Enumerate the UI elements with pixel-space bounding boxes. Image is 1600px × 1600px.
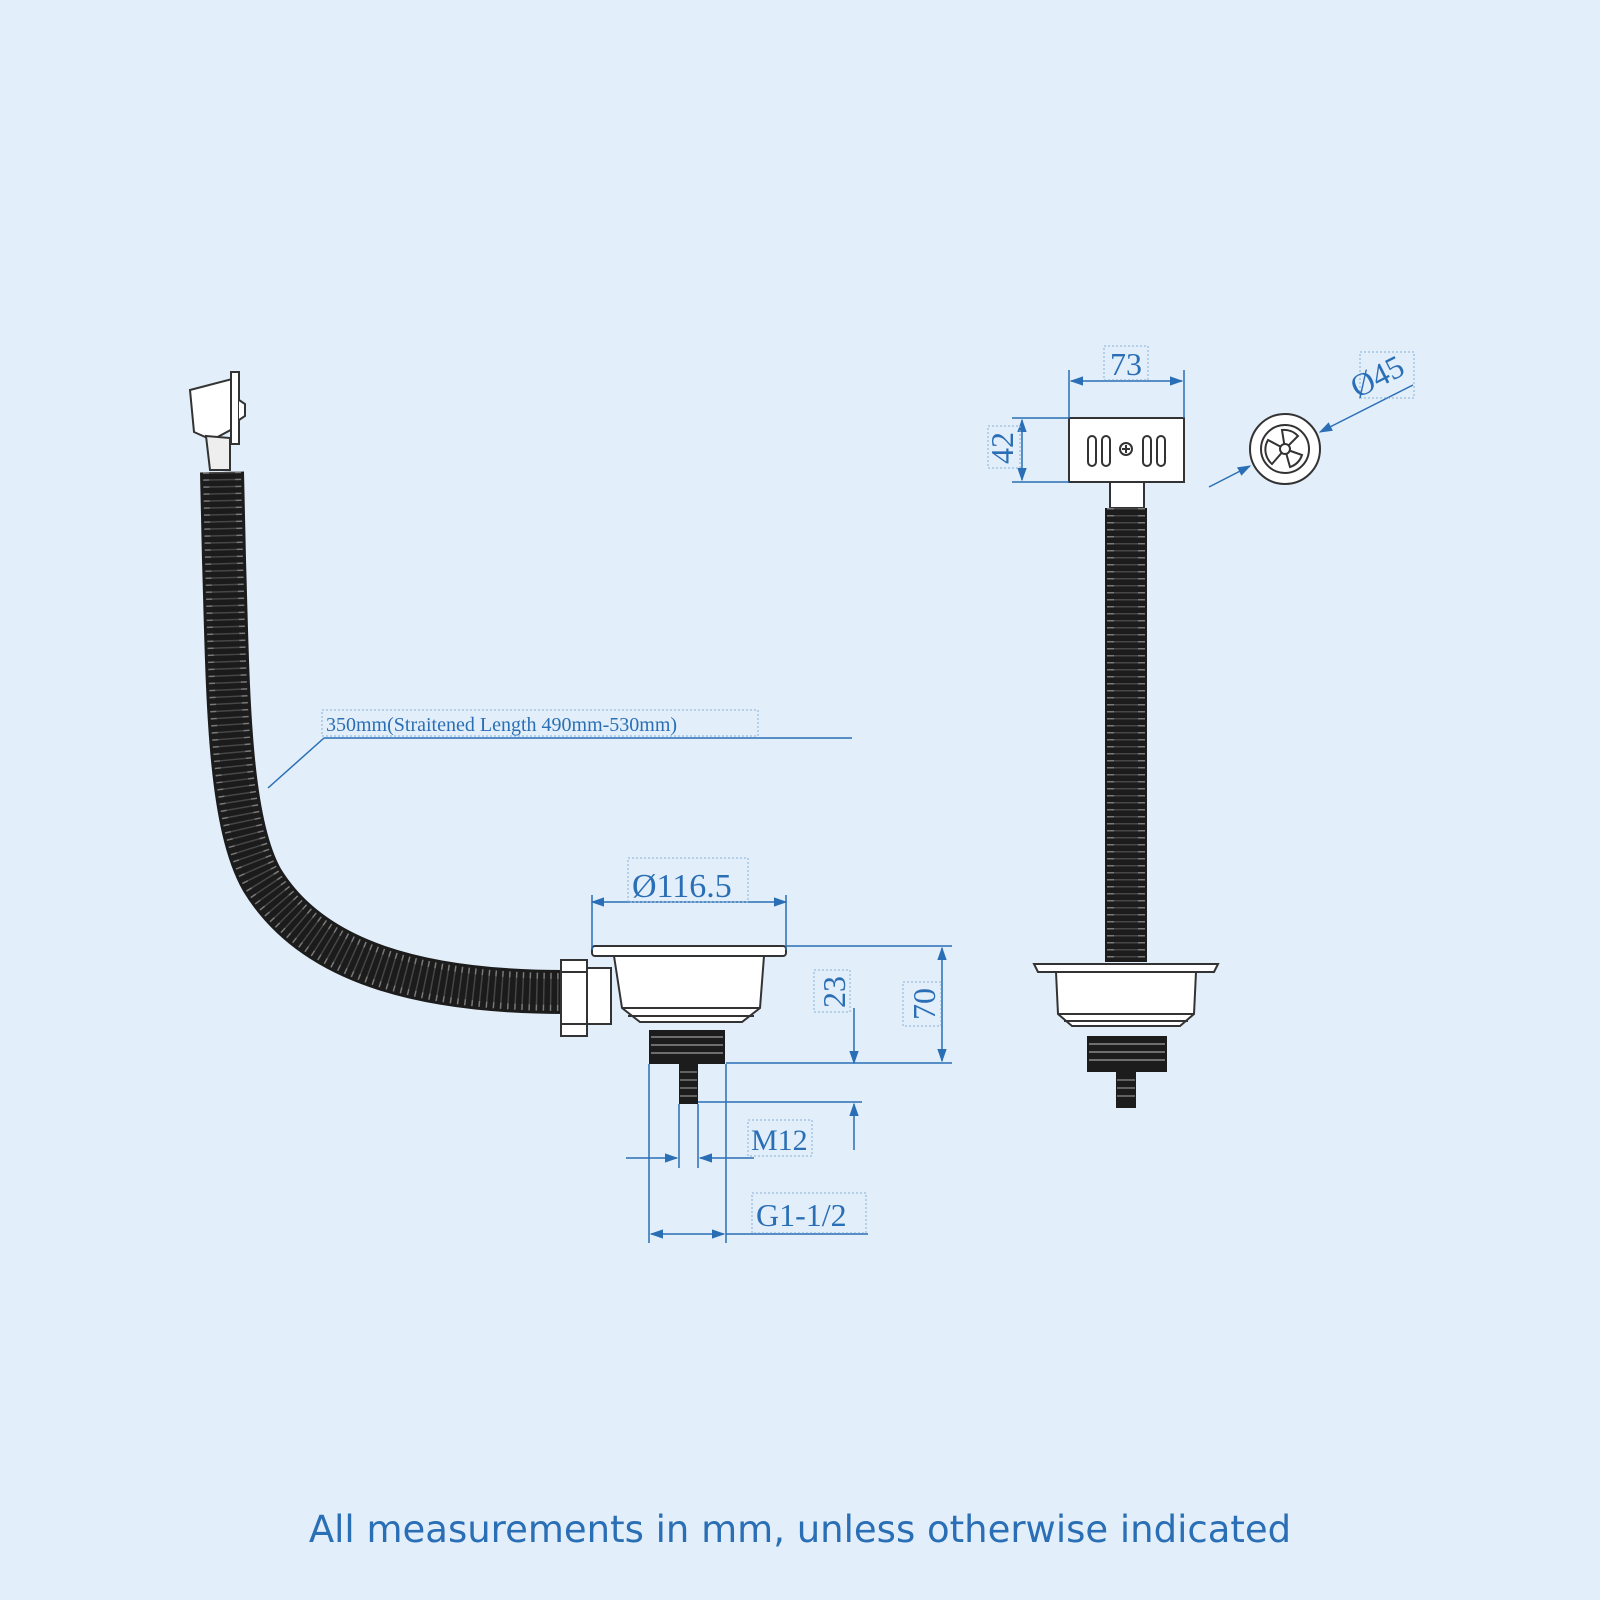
- height-42-label: 42: [984, 432, 1020, 464]
- overflow-grille: [1068, 417, 1185, 509]
- straight-hose: [1105, 508, 1147, 962]
- strainer-diameter-label: Ø45: [1344, 348, 1409, 405]
- strainer-diameter-label-box: [1359, 351, 1415, 399]
- strainer-plug-top-view: [1249, 413, 1321, 485]
- bowl-diameter-label-box: [627, 857, 749, 903]
- m12-label-box: [747, 1119, 813, 1157]
- hose-label-box: [321, 709, 759, 737]
- measurements-note: All measurements in mm, unless otherwise…: [308, 1508, 1292, 1551]
- m12-label: M12: [751, 1124, 808, 1157]
- right-waste-bowl: [1032, 963, 1220, 1027]
- grille-slot-1: [1087, 435, 1097, 467]
- height-70-label: 70: [906, 988, 942, 1020]
- overflow-head: [188, 371, 246, 471]
- strainer-diameter-line-lower: [1208, 465, 1252, 488]
- height-70-label-box: [902, 981, 942, 1027]
- outlet-thread: [649, 1030, 725, 1064]
- g-label-box: [751, 1192, 867, 1234]
- waste-bowl: [591, 945, 787, 1023]
- width-73-label-box: [1103, 345, 1149, 381]
- hose-length-label: 350mm(Straitened Length 490mm-530mm): [326, 714, 677, 736]
- grille-slot-2: [1101, 435, 1111, 467]
- height-23-label: 23: [816, 976, 852, 1008]
- width-73-label: 73: [1110, 346, 1142, 382]
- strainer-diameter-line-upper: [1318, 384, 1414, 433]
- hose-leader-line: [267, 737, 325, 789]
- height-23-label-box: [813, 969, 851, 1013]
- grille-slot-4: [1156, 435, 1166, 467]
- g-thread-label: G1-1/2: [756, 1197, 847, 1233]
- hose-connector: [560, 959, 612, 1037]
- grille-slot-3: [1142, 435, 1152, 467]
- right-overflow-assembly: 73 42 Ø45: [984, 345, 1415, 1108]
- right-outlet-thread: [1087, 1036, 1167, 1108]
- screw-icon: [1119, 442, 1133, 456]
- height-42-label-box: [987, 425, 1021, 469]
- left-waste-assembly: 350mm(Straitened Length 490mm-530mm) Ø11…: [188, 371, 952, 1243]
- m12-bolt: [679, 1064, 698, 1104]
- bowl-diameter-label: Ø116.5: [632, 868, 732, 905]
- overflow-hose: [200, 471, 566, 1014]
